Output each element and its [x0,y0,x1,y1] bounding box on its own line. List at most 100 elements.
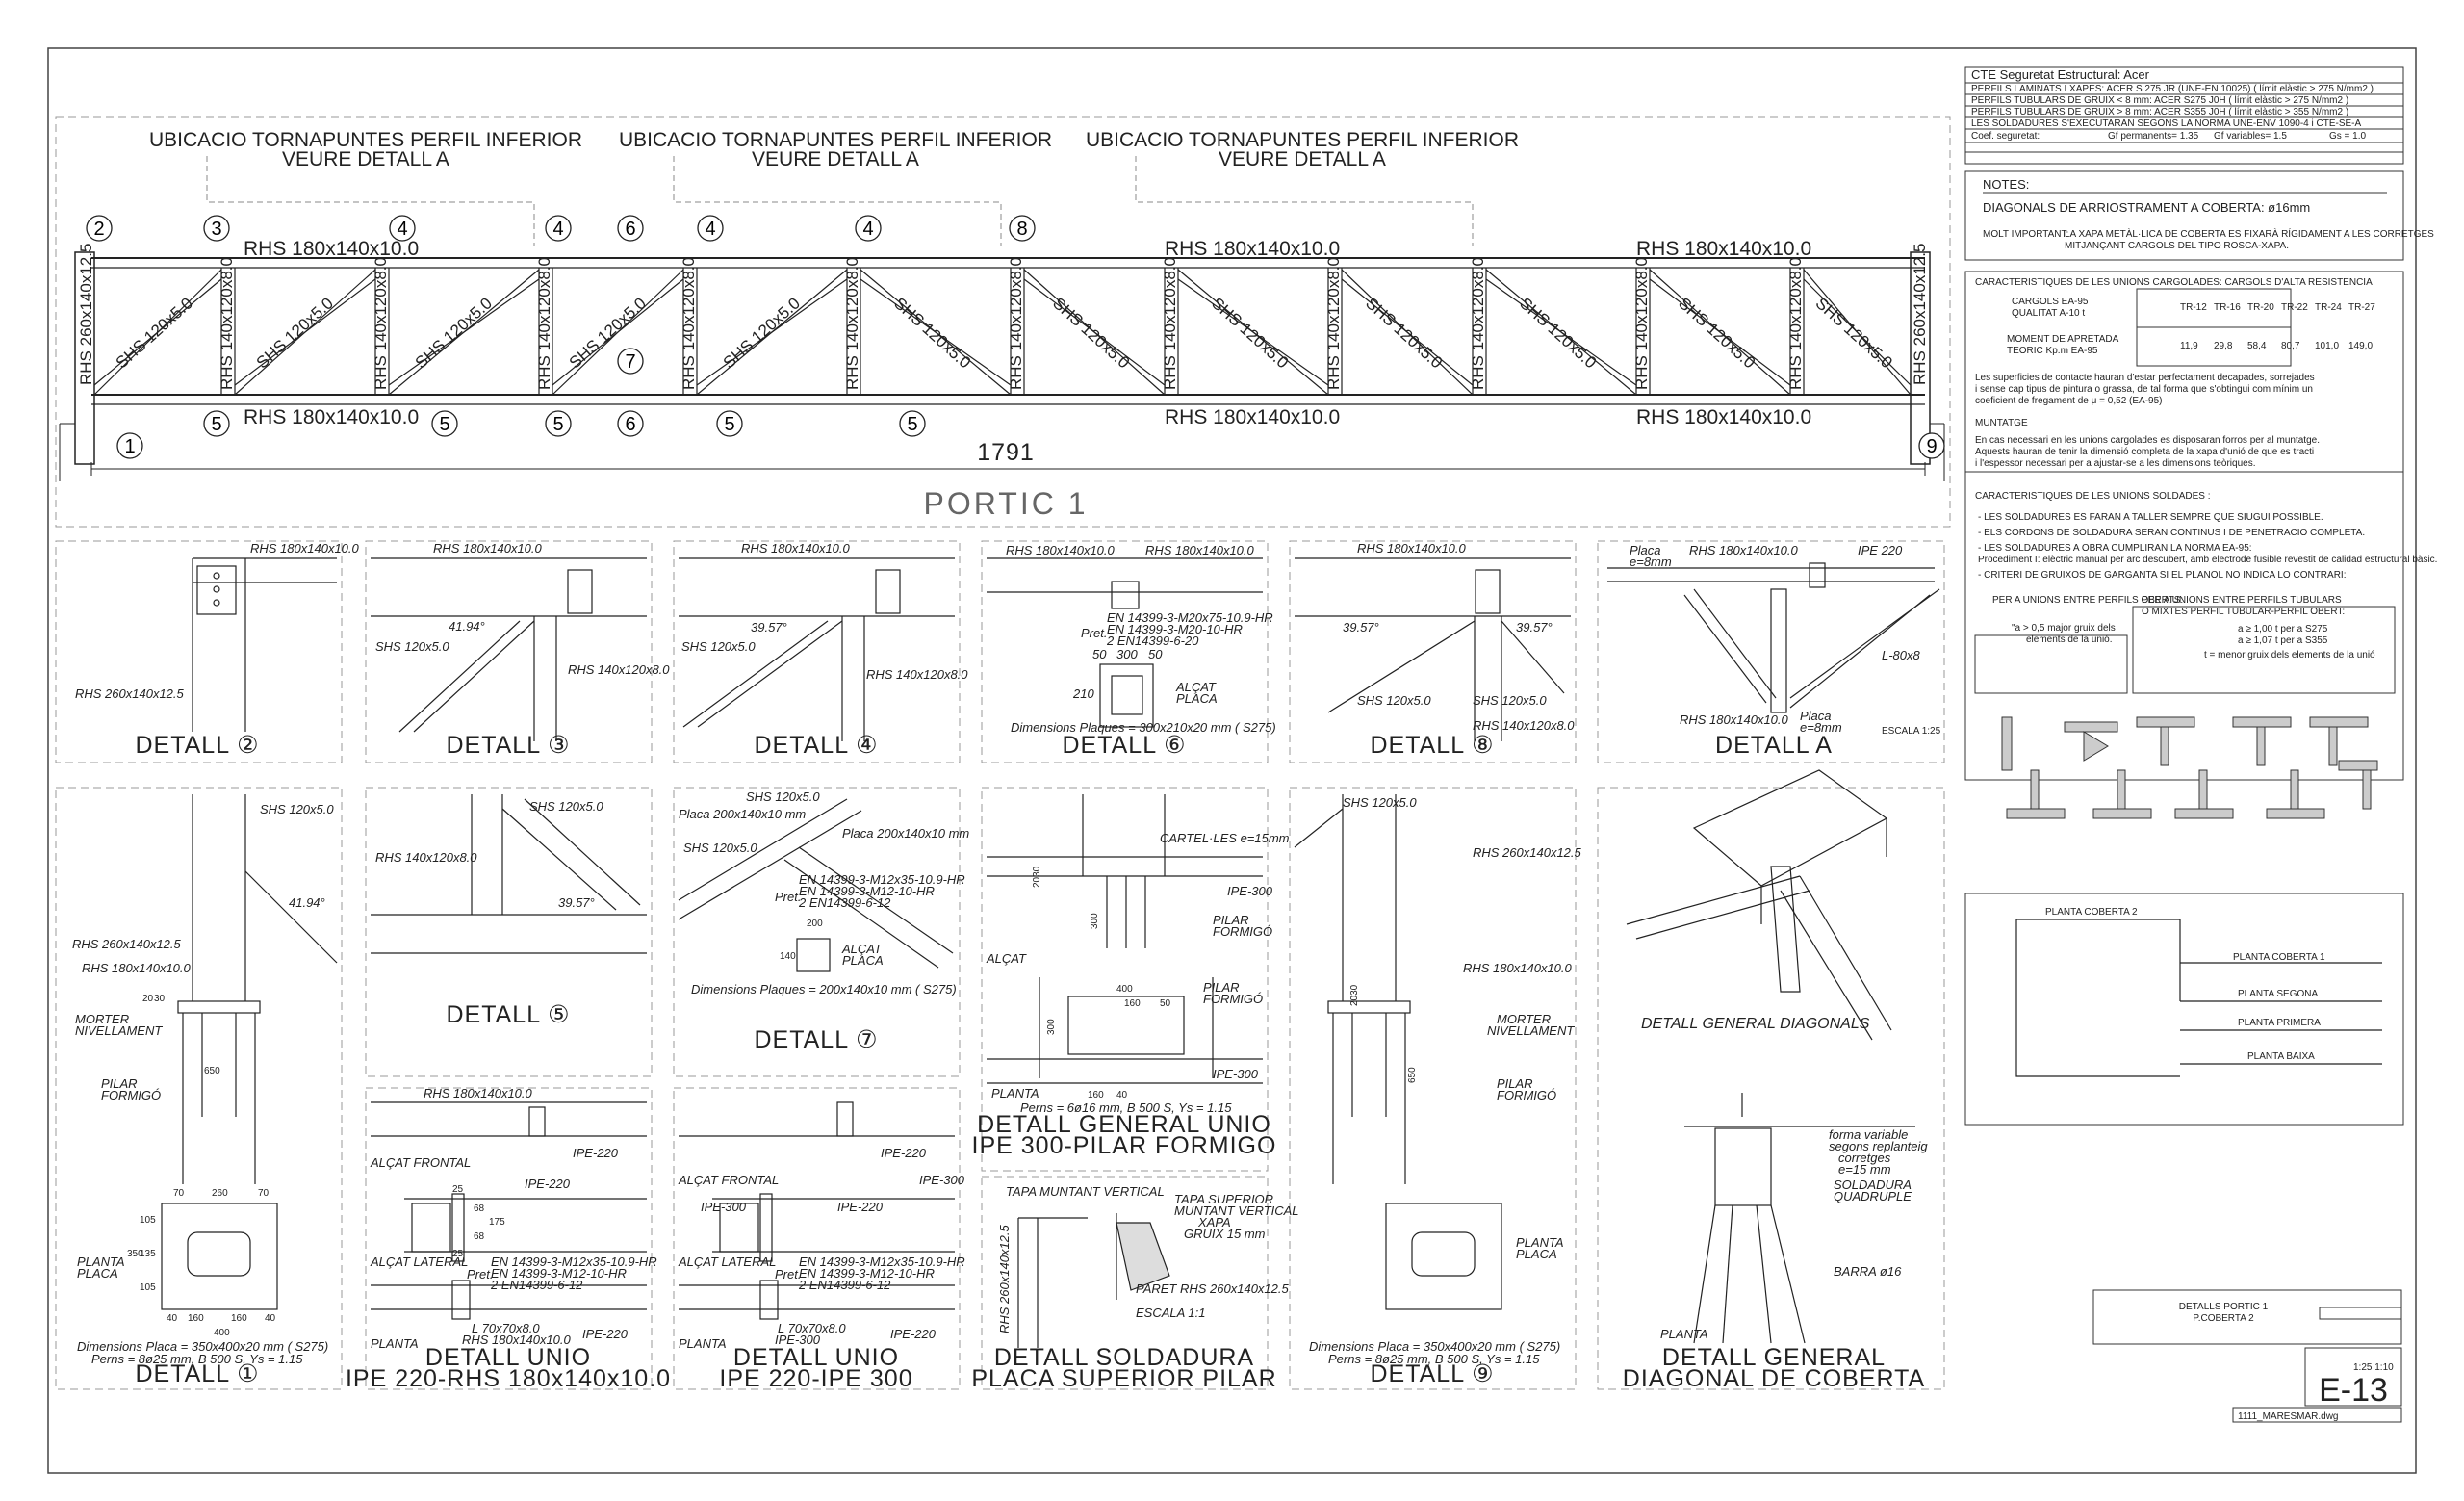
bolt-table-header: TR-22 [2281,302,2308,313]
unio-ipe-rhs-ipe-3: IPE-220 [582,1327,629,1341]
detall-9-chord: RHS 180x140x10.0 [1463,961,1573,975]
detall-7-placa: PLACA [842,953,884,968]
soldades-col2-body-1: a ≥ 1,00 t per a S275 [2238,624,2328,634]
detall-9-pilar: PILAR [1497,1076,1533,1091]
muntatge-title: MUNTATGE [1975,418,2028,428]
section-level-1: PLANTA COBERTA 1 [2233,952,2325,963]
truss-diagonal-label: SHS 120x5.0 [1362,294,1446,372]
detall-4-angle: 39.57° [751,620,787,634]
unio-ipe-rhs-ipe-2: IPE-220 [525,1177,571,1191]
detall-6-bolt-3: 2 EN14399-6-20 [1106,634,1199,648]
muntatge-text-1: En cas necessari en les unions cargolade… [1975,435,2320,446]
unio-ipe-ipe-alcat-lateral: ALÇAT LATERAL [678,1255,776,1269]
detall-1-formigo: FORMIGÓ [101,1088,161,1102]
detall-9-dim-650: 650 [1407,1067,1418,1083]
unio-ipe-ipe-ipe-1: IPE-220 [881,1146,927,1160]
soldades-text-2: - ELS CORDONS DE SOLDADURA SERAN CONTINU… [1978,528,2365,538]
detail-callout-number: 6 [625,414,635,435]
cte-row-3: PERFILS TUBULARS DE GRUIX > 8 mm: ACER S… [1971,107,2348,117]
soldadura-title-2: PLACA SUPERIOR PILAR [971,1365,1276,1392]
unio-ipe-ipe-bolt-2: EN 14399-3-M12-10-HR [799,1266,935,1281]
detall-9-nivellament: NIVELLAMENT [1487,1023,1575,1038]
general-coberta-forma: forma variable [1829,1127,1908,1142]
truss-vertical-label: RHS 140x120x8.0 [1007,257,1025,390]
detall-6-dimensions: Dimensions Plaques = 300x210x20 mm ( S27… [1011,720,1276,735]
detall-6-label-chord-right: RHS 180x140x10.0 [1145,543,1255,557]
unio-ipe300-ipe-2: IPE-300 [1213,1067,1259,1081]
detall-7-dim-140: 140 [780,951,796,962]
detall-4-label-diag: SHS 120x5.0 [681,639,756,654]
bolt-table-value: 58,4 [2247,341,2267,351]
general-diagonals-title: DETALL GENERAL DIAGONALS [1641,1016,1870,1032]
detail-callout-number: 8 [1016,219,1027,240]
detail-callout-bubble [1009,215,1036,242]
unio-ipe300-pilar-2: PILAR [1203,980,1240,995]
notes-title: NOTES: [1983,177,2029,192]
detall-a-placa-1: Placa [1630,543,1661,557]
unio-ipe-ipe-pret: Pret. [775,1267,801,1281]
truss-diagonal-label: SHS 120x5.0 [1675,294,1758,372]
soldades-col2-body-3: t = menor gruix dels elements de la unió [2204,650,2375,660]
ubicacio-label-2-line2: VEURE DETALL A [752,148,919,170]
detall-6-dim-4: 210 [1072,686,1094,701]
unio-ipe300-dim-40: 40 [1116,1090,1128,1100]
detall-6-bolt-1: EN 14399-3-M20x75-10.9-HR [1107,610,1273,625]
unio-ipe300-dim-160: 160 [1124,998,1141,1009]
detall-8-label-chord: RHS 180x140x10.0 [1357,541,1467,556]
general-coberta-title-1: DETALL GENERAL [1662,1344,1886,1371]
unio-ipe-rhs-chord-2: RHS 180x140x10.0 [462,1333,572,1347]
truss-diagonal-member [1485,278,1637,386]
chord-label-bottom-1: RHS 180x140x10.0 [244,406,419,428]
general-coberta-soldadura: SOLDADURA [1834,1178,1912,1192]
soldades-col2-title-2: O MIXTES PERFIL TUBULAR-PERFIL OBERT: [2142,607,2345,617]
chord-label-top-3: RHS 180x140x10.0 [1636,238,1811,260]
detall-a-escala: ESCALA 1:25 [1882,726,1941,737]
detall-a-angle: L-80x8 [1882,648,1921,662]
detail-callout-bubble [86,215,113,242]
soldadura-muntant-vertical: MUNTANT VERTICAL [1174,1203,1299,1218]
truss-diagonal-member [696,278,848,386]
detall-1-dim-70b: 70 [258,1188,270,1199]
cte-row-4: LES SOLDADURES S'EXECUTARAN SEGONS LA NO… [1971,118,2361,129]
detall-3-label-diag: SHS 120x5.0 [375,639,449,654]
detall-5-diag: SHS 120x5.0 [529,799,603,814]
truss-vertical-label: RHS 140x120x8.0 [535,257,553,390]
general-coberta-e15: e=15 mm [1838,1162,1891,1177]
detall-6-drawing [987,557,1263,728]
detall-4-labels: RHS 180x140x10.0 SHS 120x5.0 RHS 140x120… [681,541,968,759]
truss-diagonal-label: SHS 120x5.0 [113,294,196,372]
unio-ipe-rhs-drawing [371,1101,647,1320]
chord-label-bottom-2: RHS 180x140x10.0 [1165,406,1340,428]
detall-9-drawing [1294,794,1502,1310]
title-line-2: P.COBERTA 2 [2193,1313,2254,1324]
title-block-frame [2092,1289,2402,1423]
title-line-1: DETALLS PORTIC 1 [2179,1302,2269,1312]
detall-1-dim-70a: 70 [173,1188,185,1199]
detall-1-chord: RHS 180x140x10.0 [82,961,192,975]
detall-1-morter: MORTER [75,1012,129,1026]
detall-6-pret: Pret. [1081,626,1107,640]
portic-chord-labels: RHS 180x140x10.0 RHS 180x140x10.0 RHS 18… [77,238,1929,521]
bolt-table-header: TR-27 [2348,302,2375,313]
unio-ipe-rhs-planta: PLANTA [371,1336,419,1351]
detail-callout-bubble [545,215,572,242]
unio-ipe-ipe-ipe-6: IPE-220 [890,1327,937,1341]
cargolades-text-2: i sense cap tipus de pintura o grassa, d… [1975,384,2313,395]
detall-7-bolt-1: EN 14399-3-M12x35-10.9-HR [799,872,965,887]
bolt-table-value: 101,0 [2315,341,2339,351]
detall-4-label-post: RHS 140x120x8.0 [866,667,968,682]
soldadura-paret: PARET RHS 260x140x12.5 [1136,1281,1289,1296]
general-diagonals-drawing [1626,769,1892,1041]
detall-1-dim-350: 350 [127,1249,143,1259]
detall-2-label-column: RHS 260x140x12.5 [75,686,185,701]
detall-9-morter: MORTER [1497,1012,1551,1026]
detall-8-label-diag-right: SHS 120x5.0 [1473,693,1547,708]
section-level-4: PLANTA BAIXA [2247,1051,2315,1062]
detall-a-drawing [1607,562,1940,713]
detall-1-title: DETALL ① [135,1360,259,1387]
soldadura-title-1: DETALL SOLDADURA [994,1344,1254,1371]
unio-ipe-ipe-drawing [679,1101,955,1320]
unio-ipe-rhs-dim-68b: 68 [474,1231,485,1242]
notes-important-2: MITJANÇANT CARGOLS DEL TIPO ROSCA-XAPA. [2065,241,2289,251]
cte-coef-gf-perm: Gf permanents= 1.35 [2108,131,2199,142]
